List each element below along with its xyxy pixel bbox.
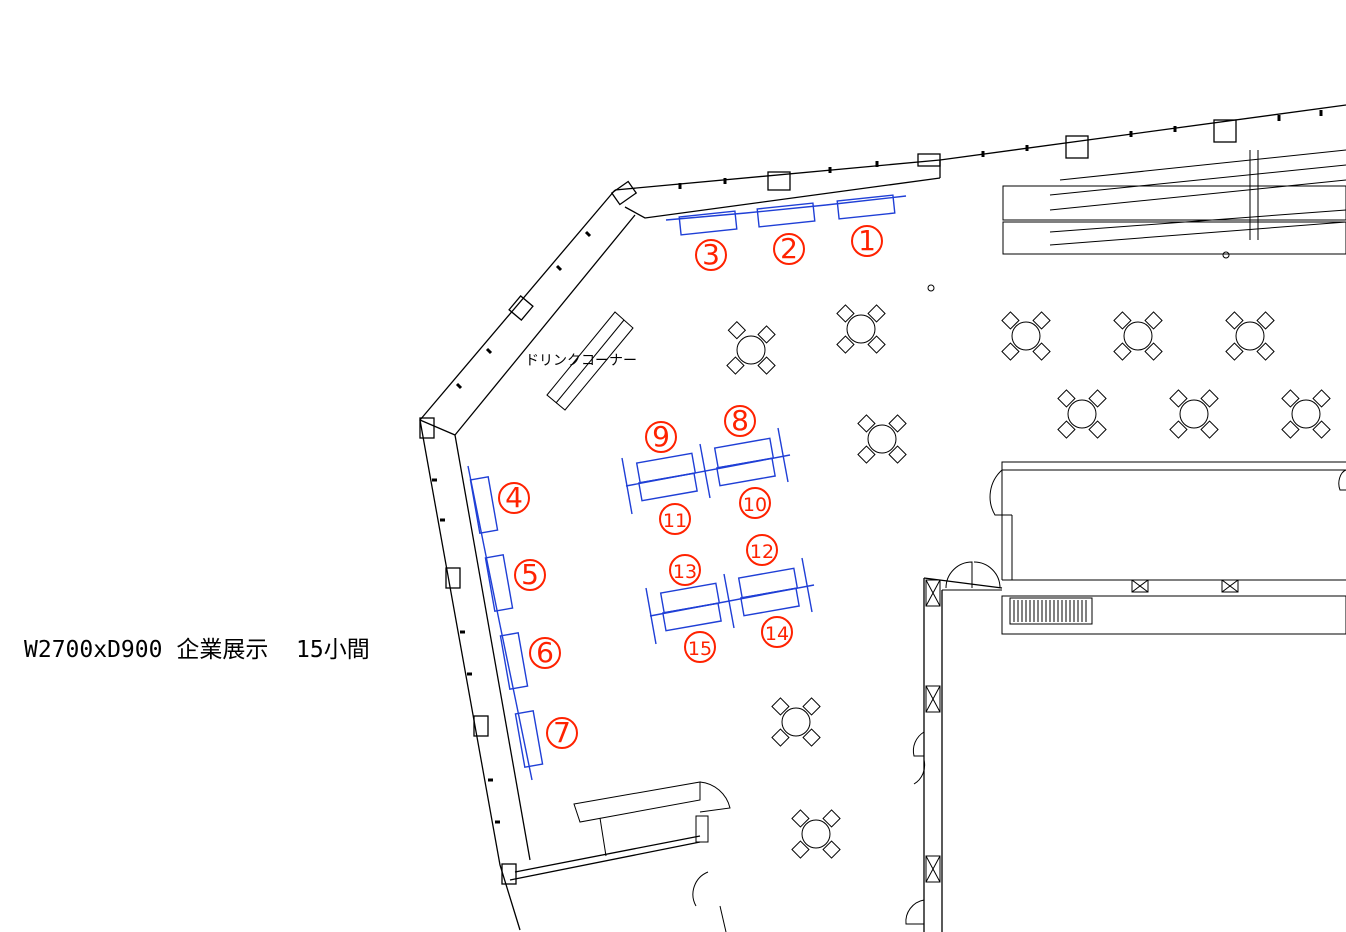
table-with-chairs xyxy=(1225,311,1275,361)
booths xyxy=(467,194,907,781)
svg-text:10: 10 xyxy=(743,494,767,516)
booth-3 xyxy=(665,210,747,236)
svg-text:1: 1 xyxy=(858,224,876,257)
svg-text:12: 12 xyxy=(750,541,774,563)
booth-number: 13 xyxy=(669,554,701,586)
table-with-chairs xyxy=(1281,389,1331,439)
svg-text:3: 3 xyxy=(702,238,720,271)
booth-1 xyxy=(825,194,907,220)
svg-text:4: 4 xyxy=(505,481,523,514)
booth-14 xyxy=(740,587,800,617)
table-with-chairs xyxy=(726,321,776,375)
top-wall-ticks xyxy=(432,110,1323,824)
booth-4 xyxy=(467,465,499,547)
svg-text:5: 5 xyxy=(521,558,539,591)
interior-rooms xyxy=(905,461,1346,932)
svg-text:2: 2 xyxy=(780,232,798,265)
booth-number: 15 xyxy=(684,631,716,663)
caption-description: 企業展示 xyxy=(176,637,269,663)
table-with-chairs xyxy=(836,304,886,354)
drink-corner-label: ドリンクコーナー xyxy=(525,353,637,369)
svg-text:7: 7 xyxy=(553,716,571,749)
svg-text:6: 6 xyxy=(536,636,554,669)
floor-plan-caption: W2700xD900 企業展示 15小間 xyxy=(24,630,370,664)
table-with-chairs xyxy=(791,809,841,859)
booth-10 xyxy=(716,457,776,487)
column-dot xyxy=(1222,251,1230,259)
booth-number: 12 xyxy=(746,534,778,566)
round-tables xyxy=(726,304,1331,859)
booth-7 xyxy=(514,701,544,781)
drink-corner-counter xyxy=(546,311,634,411)
booth-number: 2 xyxy=(773,232,805,265)
table-with-chairs xyxy=(1169,389,1219,439)
booth-number: 9 xyxy=(645,420,677,453)
booth-number: 5 xyxy=(514,558,546,591)
booth-numbers: 1 2 3 4 5 6 7 8 9 10 11 12 13 14 15 xyxy=(498,224,883,749)
booth-number: 6 xyxy=(529,636,561,669)
booth-number: 10 xyxy=(739,487,771,519)
svg-text:8: 8 xyxy=(731,404,749,437)
caption-booth-count: 15小間 xyxy=(296,637,370,663)
svg-text:9: 9 xyxy=(652,420,670,453)
svg-text:15: 15 xyxy=(688,638,712,660)
table-with-chairs xyxy=(857,414,907,464)
table-with-chairs xyxy=(1113,311,1163,361)
booth-number: 4 xyxy=(498,481,530,514)
outer-walls xyxy=(419,104,1346,931)
escalators xyxy=(1002,149,1346,255)
booth-number: 7 xyxy=(546,716,578,749)
svg-text:11: 11 xyxy=(663,510,687,532)
booth-5 xyxy=(483,545,514,626)
booth-number: 3 xyxy=(695,238,727,271)
column-dot xyxy=(927,284,935,292)
table-with-chairs xyxy=(1001,311,1051,361)
storage-room xyxy=(573,781,731,932)
wall-pillars xyxy=(419,119,1237,885)
booth-6 xyxy=(499,624,529,703)
svg-text:13: 13 xyxy=(673,561,697,583)
svg-text:14: 14 xyxy=(765,623,789,645)
booth-number: 11 xyxy=(659,503,691,535)
booth-number: 8 xyxy=(724,404,756,437)
table-with-chairs xyxy=(1057,389,1107,439)
booth-2 xyxy=(745,202,827,228)
table-with-chairs xyxy=(771,697,821,747)
booth-number: 1 xyxy=(851,224,883,257)
booth-number: 14 xyxy=(761,616,793,648)
caption-size: W2700xD900 xyxy=(24,637,163,663)
